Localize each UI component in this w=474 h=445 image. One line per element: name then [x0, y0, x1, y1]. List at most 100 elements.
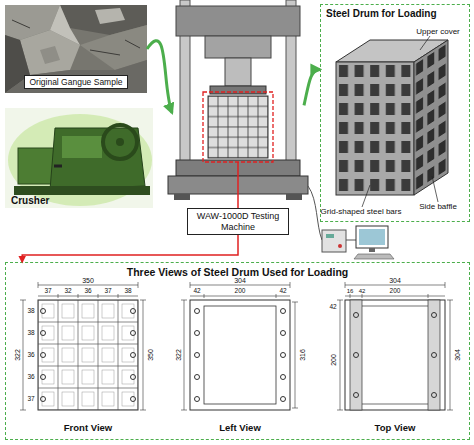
- crusher-photo-part: [54, 165, 62, 168]
- steel-drum-picture-part-part: [414, 40, 448, 195]
- left-view-drawing-part: [281, 331, 286, 336]
- top-view-drawing-part: [354, 313, 359, 318]
- crusher-photo: [5, 108, 153, 208]
- crusher-photo-part: [14, 186, 150, 195]
- testing-machine-part: [210, 86, 266, 94]
- left-view-drawing-part: [204, 306, 276, 404]
- front-view-drawing-part: [131, 353, 136, 358]
- node-label: Crusher: [11, 195, 49, 206]
- dimension-label: 304: [234, 277, 246, 284]
- steel-drum-picture-part: [420, 36, 430, 50]
- crusher-photo-part: [62, 136, 102, 158]
- part-name: Grid-shaped steel bars: [321, 208, 402, 216]
- dimension-label: 200: [235, 288, 246, 295]
- view-caption: Front View: [64, 423, 112, 433]
- dimension-label: 36: [84, 288, 91, 295]
- front-view-drawing-part: [38, 282, 138, 298]
- part-name: Upper cover: [416, 28, 460, 36]
- dimension-label: 316: [299, 349, 306, 361]
- steel-drum-picture-part: [336, 62, 414, 195]
- node-label: Original Gangue Sample: [24, 75, 127, 89]
- crusher-photo-part: [18, 148, 54, 184]
- testing-machine-part: [237, 162, 239, 248]
- flow-arrow: [304, 69, 320, 105]
- dimension-label: 350: [147, 349, 154, 361]
- gangue-photo-part: [40, 46, 60, 64]
- left-view-drawing-part: [195, 353, 200, 358]
- front-view-drawing-part: [41, 309, 46, 314]
- front-view-drawing-part: [131, 397, 136, 402]
- left-view-drawing: [181, 282, 298, 410]
- top-view-drawing-part: [362, 306, 428, 307]
- flow-arrow: [22, 248, 238, 262]
- steel-drum-picture-part: [336, 62, 414, 195]
- dimension-label: 42: [279, 288, 286, 295]
- left-view-drawing-part: [281, 397, 286, 402]
- node-label: Three Views of Steel Drum Used for Loadi…: [127, 266, 349, 278]
- dimension-label: 304: [389, 277, 401, 284]
- dimension-label: 16: [347, 288, 354, 294]
- testing-machine-part: [286, 194, 302, 200]
- testing-machine-part: [208, 96, 268, 158]
- top-view-drawing-part: [345, 300, 445, 410]
- computer-set-part: [359, 229, 385, 245]
- testing-machine-part: [176, 6, 300, 36]
- front-view-drawing-part: [131, 309, 136, 314]
- top-view-drawing-part: [345, 282, 445, 298]
- front-view-drawing-part: [41, 375, 46, 380]
- photo-panel: Original Gangue Sample: [5, 5, 147, 93]
- front-view-drawing-part: [38, 300, 138, 410]
- view-caption: Left View: [219, 423, 261, 433]
- crusher-photo-part: [8, 114, 152, 206]
- left-view-drawing-part: [281, 353, 286, 358]
- testing-machine-part: [203, 92, 273, 162]
- top-view-drawing-part: [354, 393, 359, 398]
- left-view-drawing-part: [281, 375, 286, 380]
- dimension-label: 322: [14, 349, 21, 361]
- dimension-label: 37: [27, 396, 34, 403]
- crusher-photo-part: [103, 125, 137, 159]
- left-view-drawing-part: [190, 282, 290, 298]
- view-caption: Top View: [375, 423, 416, 433]
- gangue-photo-part: [95, 8, 125, 24]
- gangue-photo-part: [5, 5, 147, 93]
- top-view-drawing-part: [354, 353, 359, 358]
- steel-drum-picture-part: [414, 40, 448, 195]
- dimension-label: 200: [330, 354, 337, 366]
- node-label: WAW-1000D Testing Machine: [187, 208, 289, 235]
- machine-panel: WAW-1000D Testing Machine: [172, 2, 304, 248]
- computer-set-part: [322, 230, 346, 252]
- dimension-label: 200: [390, 288, 401, 295]
- crusher-photo-part: [50, 128, 145, 190]
- top-view-drawing-part: [432, 353, 437, 358]
- front-view-drawing-part: [20, 300, 146, 410]
- gangue-photo-part: [50, 5, 80, 45]
- computer-set-part: [356, 226, 388, 248]
- steel-drum-picture-part: [362, 185, 370, 207]
- testing-machine-part: [174, 194, 190, 200]
- dimension-label: 42: [193, 288, 200, 295]
- node-label: Steel Drum for Loading: [326, 8, 437, 19]
- computer-set-part: [338, 244, 342, 248]
- testing-machine-part: [208, 96, 268, 158]
- computer-set-part: [354, 254, 394, 259]
- gangue-photo: [5, 5, 147, 93]
- left-view-drawing-part: [195, 375, 200, 380]
- top-view-drawing-part: [362, 404, 428, 405]
- front-view-drawing: [20, 282, 146, 410]
- testing-machine-part: [225, 58, 251, 86]
- dimension-label: 350: [82, 277, 94, 284]
- left-view-drawing-part: [190, 300, 290, 410]
- dimension-label: 322: [175, 349, 182, 361]
- front-view-drawing-part: [41, 353, 46, 358]
- dimension-label: 32: [64, 288, 71, 295]
- photo-panel: Crusher: [5, 108, 153, 208]
- top-view-drawing-part: [337, 300, 453, 410]
- dimension-label: 36: [27, 374, 34, 381]
- dimension-label: 37: [44, 288, 51, 295]
- gangue-photo-part: [12, 20, 140, 80]
- testing-machine: [168, 0, 308, 248]
- part-name: Side baffle: [419, 203, 457, 211]
- dimension-label: 37: [104, 288, 111, 295]
